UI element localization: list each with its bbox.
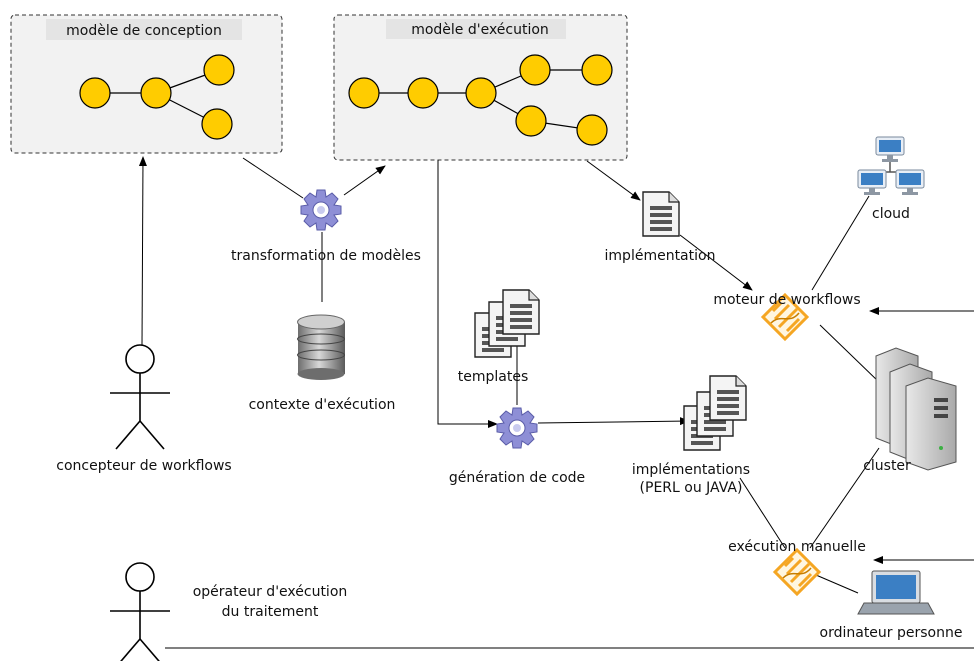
- workflow-designer-actor-icon: [109, 344, 171, 450]
- implementations-label-line2: (PERL ou JAVA): [640, 480, 743, 496]
- templates-documents-stack-icon: [474, 289, 540, 358]
- database-icon: [297, 314, 345, 380]
- design-model-box: modèle de conception: [10, 14, 283, 154]
- workflow-designer-label: concepteur de workflows: [56, 458, 231, 474]
- code-generation-gear-icon: [496, 407, 538, 449]
- model-transformation-label: transformation de modèles: [231, 248, 421, 264]
- operator-actor-icon: [109, 562, 171, 661]
- cloud-label: cloud: [872, 206, 910, 222]
- templates-label: templates: [458, 369, 529, 385]
- model-transformation-gear-icon: [300, 189, 342, 231]
- execution-context-label: contexte d'exécution: [249, 397, 396, 413]
- operator-label-line1: opérateur d'exécution: [193, 584, 348, 600]
- manual-execution-engine-icon: [773, 548, 821, 596]
- connectors: [138, 156, 974, 649]
- design-model-title: modèle de conception: [66, 23, 222, 39]
- implementations-label-line1: implémentations: [632, 462, 750, 478]
- execution-model-box: modèle d'exécution: [333, 14, 628, 161]
- workflow-engine-label: moteur de workflows: [713, 292, 860, 308]
- code-generation-label: génération de code: [449, 470, 585, 486]
- design-model-graph: [79, 54, 235, 140]
- execution-model-graph: [348, 54, 613, 146]
- server-icon: [875, 347, 957, 471]
- implementation-document-icon: [642, 191, 680, 237]
- implementations-documents-stack-icon: [683, 375, 747, 451]
- personal-computer-label: ordinateur personne: [820, 625, 963, 641]
- implementation-label: implémentation: [605, 248, 716, 264]
- cluster-label: cluster: [863, 458, 911, 474]
- laptop-icon: [857, 570, 935, 615]
- execution-model-title: modèle d'exécution: [411, 22, 549, 38]
- network-icon: [857, 136, 925, 196]
- operator-label-line2: du traitement: [222, 604, 319, 620]
- manual-execution-label: exécution manuelle: [728, 539, 866, 555]
